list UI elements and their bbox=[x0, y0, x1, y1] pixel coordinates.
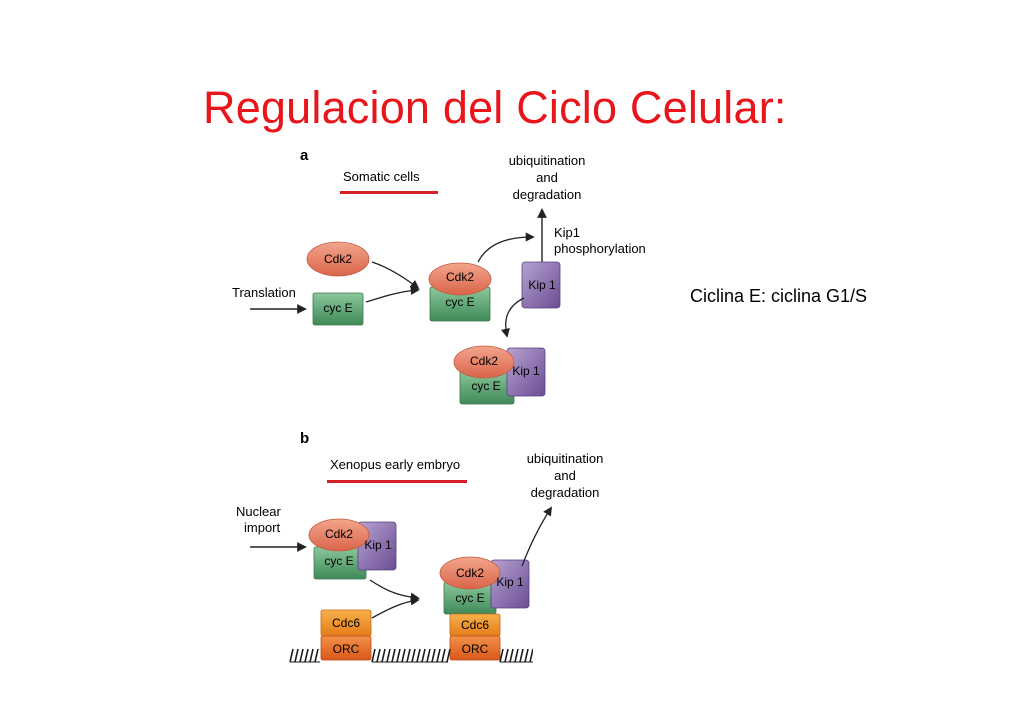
panel-a-binding-arrow-bottom bbox=[365, 285, 420, 303]
panel-a-kip1-free-label: Kip 1 bbox=[528, 278, 556, 292]
panel-a-letter: a bbox=[300, 147, 309, 164]
panel-b-input-line2: import bbox=[244, 520, 281, 535]
panel-b-cyce-1-label: cyc E bbox=[324, 554, 353, 568]
dna-hatch bbox=[406, 648, 411, 663]
panel-a-input-label: Translation bbox=[232, 285, 296, 300]
dna-hatch bbox=[386, 648, 391, 663]
dna-hatch bbox=[314, 648, 319, 663]
panel-a-cdk2-free bbox=[306, 241, 370, 277]
dna-hatch bbox=[391, 648, 396, 663]
dna-hatch bbox=[421, 648, 426, 663]
panel-b-letter: b bbox=[300, 430, 309, 447]
panel-a-cyce-free-label: cyc E bbox=[323, 301, 352, 315]
dna-hatch bbox=[446, 648, 451, 663]
panel-b-heading: Xenopus early embryo bbox=[330, 457, 460, 472]
panel-b-orc-2-label: ORC bbox=[462, 642, 489, 656]
dna-hatch bbox=[294, 648, 299, 663]
panel-b-cdc6-1-label: Cdc6 bbox=[332, 616, 360, 630]
panel-a-cdk2-complex bbox=[428, 262, 492, 296]
dna-hatch bbox=[436, 648, 441, 663]
blank-region bbox=[533, 604, 662, 666]
dna-hatch bbox=[504, 648, 509, 663]
panel-b-heading-underline bbox=[327, 480, 467, 483]
panel-b-input-line1: Nuclear bbox=[236, 504, 281, 519]
dna-hatch bbox=[519, 648, 524, 663]
dna-hatch bbox=[529, 648, 534, 663]
panel-b-orc-1 bbox=[320, 635, 372, 661]
panel-b-kip1-1-label: Kip 1 bbox=[364, 538, 392, 552]
panel-a-phospho-line1: Kip1 bbox=[554, 225, 580, 240]
panel-a-degradation-line2: and bbox=[536, 170, 558, 185]
dna-hatch bbox=[376, 648, 381, 663]
panel-a-cyce-ternary-label: cyc E bbox=[471, 379, 500, 393]
dna-hatch bbox=[381, 648, 386, 663]
dna-hatch bbox=[289, 648, 294, 663]
dna-hatch bbox=[426, 648, 431, 663]
panel-b-degradation-line1: ubiquitination bbox=[527, 451, 604, 466]
panel-a-heading-underline bbox=[340, 191, 438, 194]
dna-hatch bbox=[401, 648, 406, 663]
panel-b-cdk2-2-label: Cdk2 bbox=[456, 566, 484, 580]
panel-a-phospho-arrow bbox=[477, 232, 535, 263]
panel-a-cyce-free bbox=[312, 292, 364, 326]
panel-b-cdc6-2-label: Cdc6 bbox=[461, 618, 489, 632]
dna-hatch bbox=[416, 648, 421, 663]
panel-a-degradation-line1: ubiquitination bbox=[509, 153, 586, 168]
panel-b-cdk2-1 bbox=[308, 518, 370, 552]
dna-hatch bbox=[509, 648, 514, 663]
panel-b-binding-arrow-bottom bbox=[371, 596, 420, 619]
slide-title: Regulacion del Ciclo Celular: bbox=[203, 82, 787, 133]
panel-a-heading: Somatic cells bbox=[343, 169, 420, 184]
panel-b-degradation-line3: degradation bbox=[531, 485, 600, 500]
panel-a-cdk2-ternary bbox=[453, 345, 515, 379]
panel-a-kip1-ternary-label: Kip 1 bbox=[512, 364, 540, 378]
dna-hatch bbox=[499, 648, 504, 663]
panel-b-cdk2-2 bbox=[439, 556, 501, 590]
panel-a-phospho-line2: phosphorylation bbox=[554, 241, 646, 256]
panel-b-degradation-arrow bbox=[521, 506, 552, 567]
panel-b-cyce-2-label: cyc E bbox=[455, 591, 484, 605]
dna-hatch bbox=[431, 648, 436, 663]
panel-a-cdk2-ternary-label: Cdk2 bbox=[470, 354, 498, 368]
panel-a-cyce-complex-label: cyc E bbox=[445, 295, 474, 309]
dna-hatch bbox=[524, 648, 529, 663]
dna-hatch bbox=[299, 648, 304, 663]
dna-hatch bbox=[514, 648, 519, 663]
dna-hatch bbox=[309, 648, 314, 663]
panel-a-cdk2-free-label: Cdk2 bbox=[324, 252, 352, 266]
panel-b-kip1-2-label: Kip 1 bbox=[496, 575, 524, 589]
dna-hatch bbox=[411, 648, 416, 663]
panel-b-orc-2 bbox=[449, 635, 501, 661]
panel-b-cdk2-1-label: Cdk2 bbox=[325, 527, 353, 541]
dna-hatch bbox=[396, 648, 401, 663]
dna-hatch bbox=[441, 648, 446, 663]
panel-a-binding-arrow-top bbox=[371, 261, 420, 290]
dna-hatch bbox=[304, 648, 309, 663]
dna-hatch bbox=[371, 648, 376, 663]
panel-a-degradation-line3: degradation bbox=[513, 187, 582, 202]
panel-b-binding-arrow-top bbox=[369, 579, 420, 602]
panel-a-inhibition-arrow bbox=[500, 297, 525, 338]
panel-b-degradation-line2: and bbox=[554, 468, 576, 483]
panel-a-kip1-free bbox=[521, 261, 561, 309]
panel-a-cdk2-complex-label: Cdk2 bbox=[446, 270, 474, 284]
panel-b-orc-1-label: ORC bbox=[333, 642, 360, 656]
cyclin-e-note: Ciclina E: ciclina G1/S bbox=[690, 286, 868, 306]
